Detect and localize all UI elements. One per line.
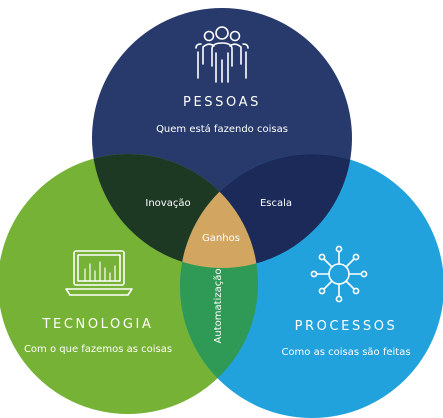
processos-subtitle: Como as coisas são feitas — [281, 347, 410, 358]
pessoas-subtitle: Quem está fazendo coisas — [156, 123, 288, 135]
network-hub-icon — [310, 245, 368, 303]
inovacao-label: Inovação — [145, 198, 190, 209]
pessoas-title: PESSOAS — [183, 95, 261, 110]
escala-region — [180, 154, 352, 268]
tecnologia-title: TECNOLOGIA — [41, 317, 153, 332]
people-group-icon — [195, 26, 249, 83]
laptop-chart-icon — [65, 250, 133, 296]
inovacao-region — [92, 154, 258, 268]
processos-title: PROCESSOS — [295, 319, 398, 334]
automatizacao-label: Automatização — [213, 269, 224, 344]
escala-label: Escala — [260, 198, 292, 209]
tecnologia-subtitle: Com o que fazemos as coisas — [24, 344, 172, 355]
ganhos-label: Ganhos — [202, 233, 240, 244]
